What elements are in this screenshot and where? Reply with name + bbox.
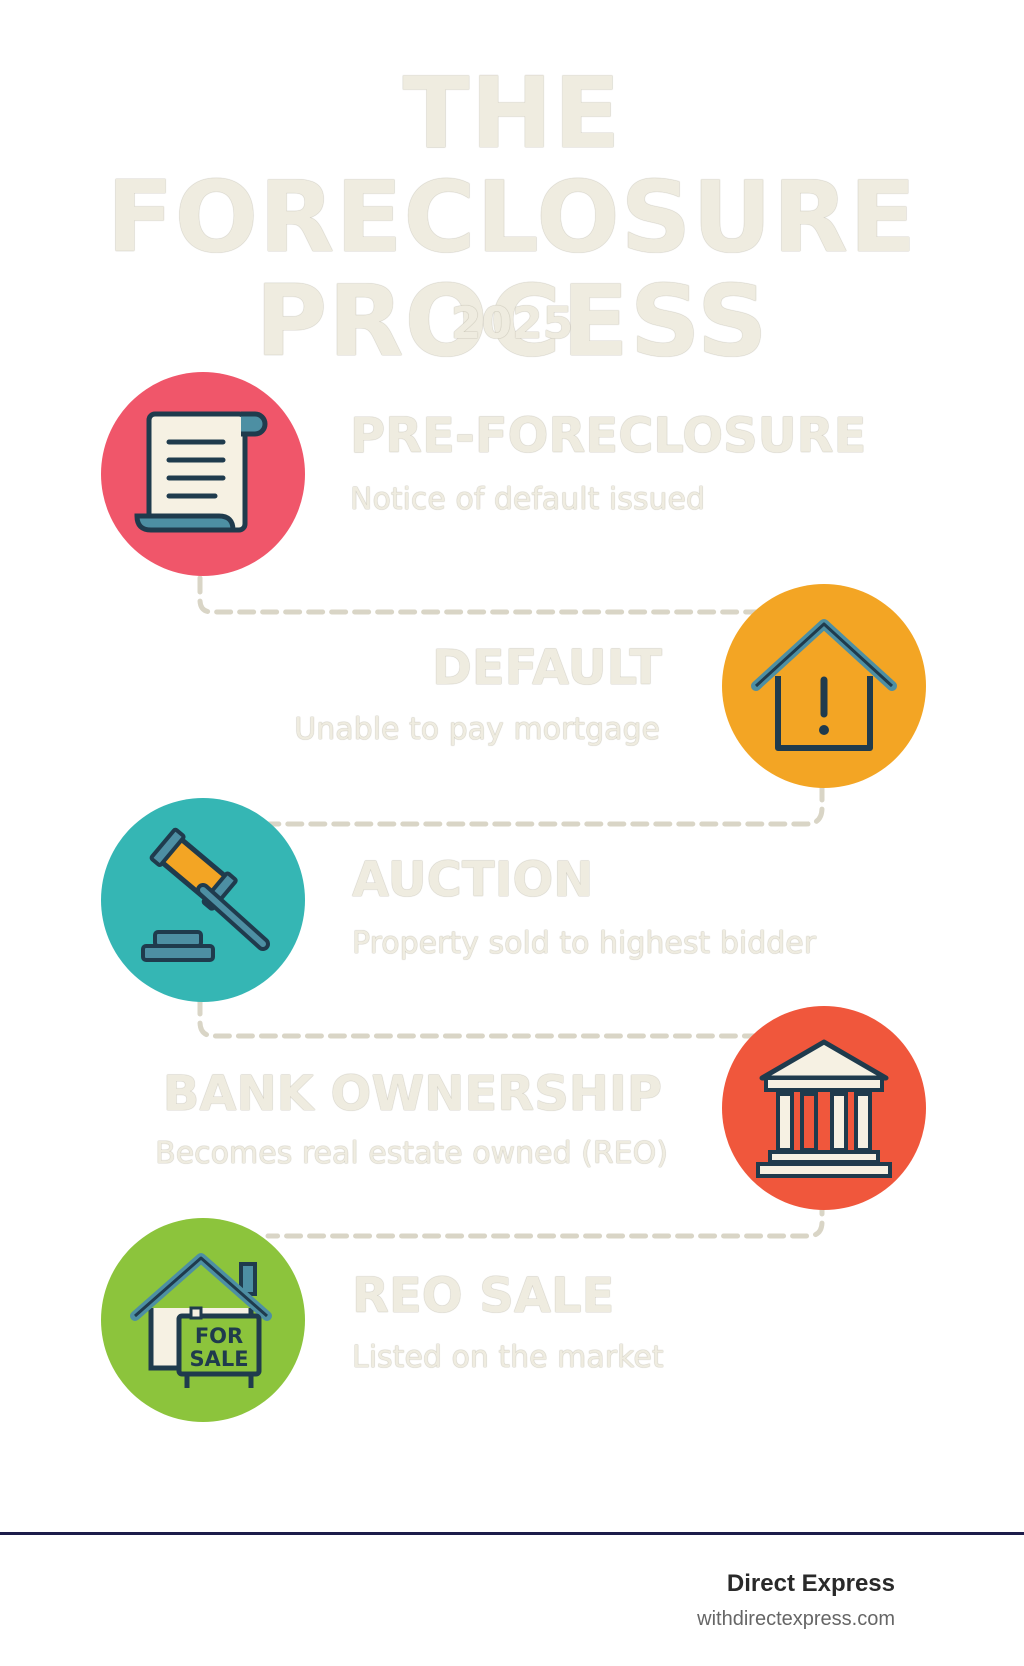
footer-brand: Direct Express [726,1570,895,1597]
step-3-description: Property sold to highest bidder [352,926,817,961]
for-sale-sign-line-1: FOR [195,1324,243,1348]
title-line-1: THE FORECLOSURE [106,57,918,275]
step-4-title: BANK OWNERSHIP [162,1066,662,1122]
connector-3-4 [197,997,763,1039]
title-line-2: PROCESS [255,265,769,379]
for-sale-sign-line-2: SALE [189,1347,248,1371]
step-3-title: AUCTION [352,852,594,908]
step-5-title: REO SALE [352,1268,615,1324]
step-5-circle: FOR SALE [101,1218,305,1422]
step-5-description: Listed on the market [352,1340,664,1375]
footer-divider [0,1532,1024,1535]
house-for-sale-icon: FOR SALE [130,1253,272,1388]
connector-2-3 [265,783,825,827]
scroll-icon [134,411,268,533]
step-1-circle [101,372,305,576]
bank-icon [756,1039,892,1178]
step-1-description: Notice of default issued [350,482,706,517]
year-label: 2025 [450,298,574,349]
step-1-title: PRE-FORECLOSURE [350,408,867,464]
page-title: THE FORECLOSURE PROCESS [0,62,1024,374]
step-4-description: Becomes real estate owned (REO) [155,1136,668,1171]
step-2-description: Unable to pay mortgage [294,712,660,747]
step-3-circle [101,798,305,1002]
step-2-circle [722,584,926,788]
connector-1-2 [197,575,763,615]
connector-4-5 [265,1197,825,1239]
step-2-title: DEFAULT [432,640,662,696]
step-4-circle [722,1006,926,1210]
gavel-icon [141,827,270,962]
footer-url[interactable]: withdirectexpress.com [697,1608,895,1630]
house-warning-icon [751,619,897,751]
